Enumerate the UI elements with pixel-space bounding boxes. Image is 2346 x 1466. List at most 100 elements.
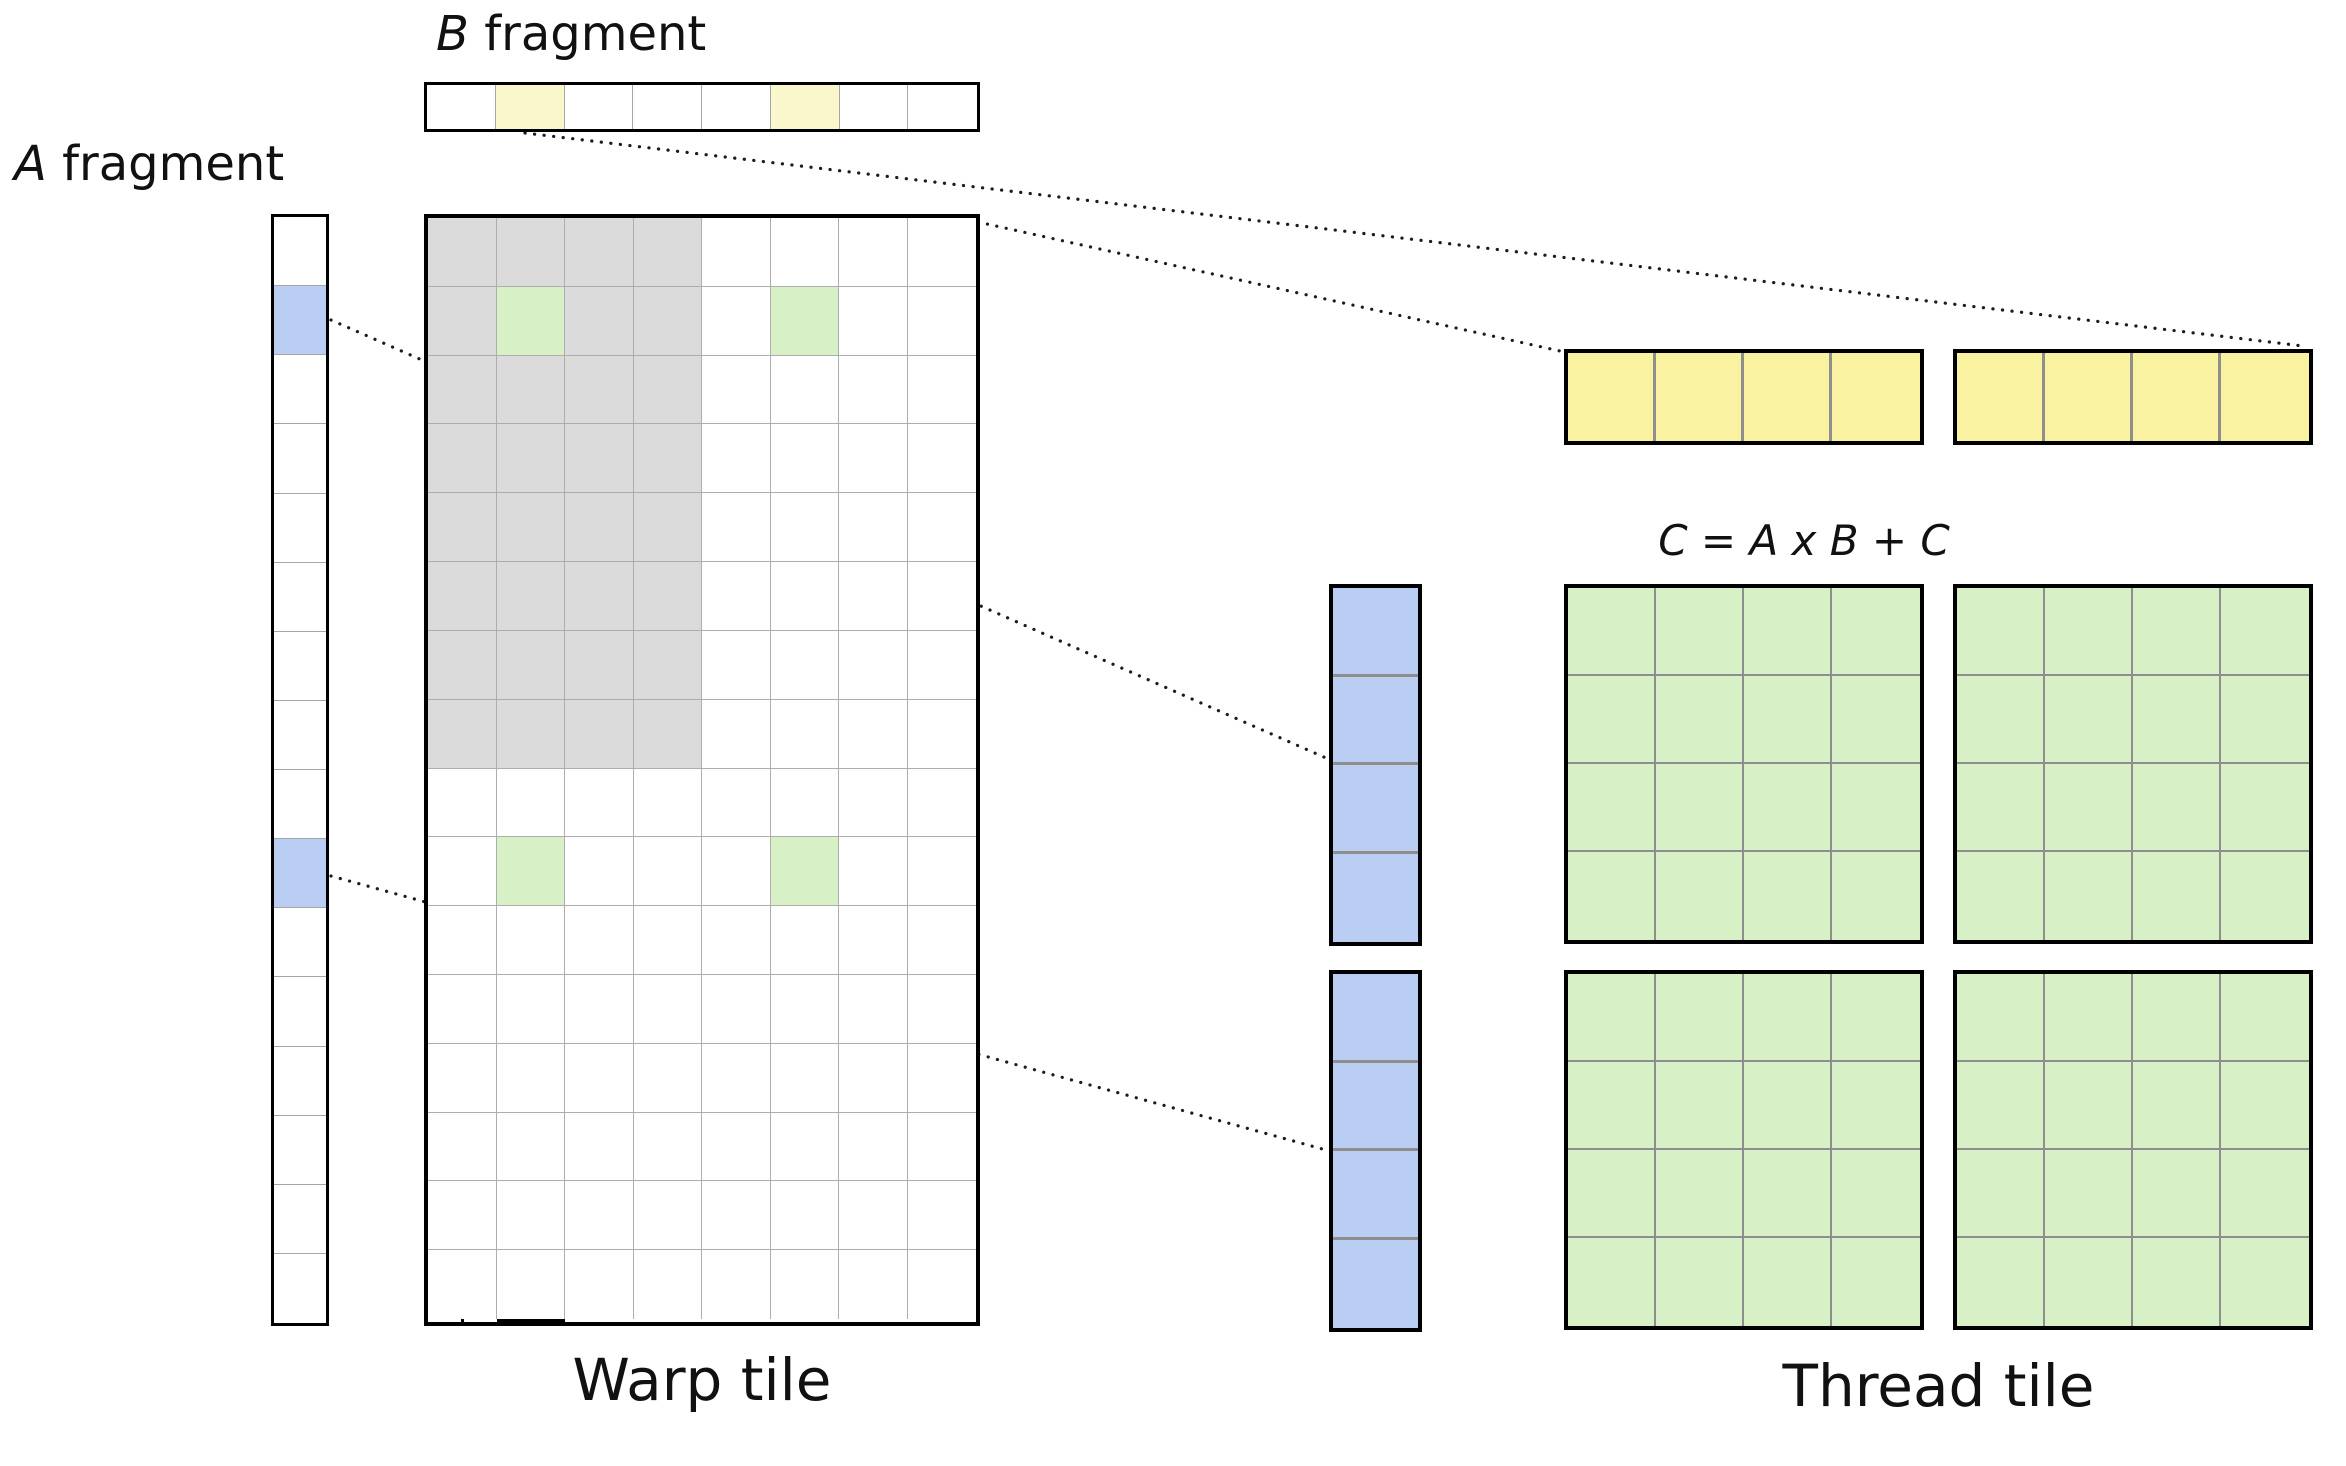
c-thread-grid-cell bbox=[2221, 764, 2309, 852]
gemm-equation-label: C = A x B + C bbox=[1658, 516, 1950, 565]
warp-tile-cell bbox=[839, 424, 908, 494]
warp-tile-cell bbox=[770, 355, 839, 425]
c-thread-grid-cell bbox=[1656, 676, 1744, 764]
b-thread-strip-cell bbox=[1568, 353, 1656, 441]
warp-tile-cell bbox=[770, 837, 839, 907]
warp-tile-cell bbox=[770, 286, 839, 356]
warp-tile-cell bbox=[839, 1112, 908, 1182]
c-thread-grid-cell bbox=[2221, 676, 2309, 764]
warp-tile-cell bbox=[565, 1250, 634, 1319]
b-thread-strip-cell bbox=[1832, 353, 1920, 441]
warp-tile-cell bbox=[428, 699, 497, 769]
warp-tile-cell bbox=[702, 1043, 771, 1113]
warp-tile-cell bbox=[496, 1043, 565, 1113]
warp-tile-cell bbox=[702, 1181, 771, 1251]
c-thread-grid-cell bbox=[2221, 588, 2309, 676]
c-thread-grid-cell bbox=[1744, 588, 1832, 676]
a-fragment-cell bbox=[274, 701, 326, 770]
warp-tile-cell bbox=[565, 424, 634, 494]
warp-tile-cell bbox=[839, 355, 908, 425]
dotted-connector-line bbox=[976, 220, 1562, 353]
warp-tile-cell bbox=[428, 630, 497, 700]
a-thread-strip-cell bbox=[1333, 1239, 1418, 1328]
c-thread-grid-cell bbox=[1744, 1238, 1832, 1326]
warp-tile-cell bbox=[633, 699, 702, 769]
c-thread-grid-cell bbox=[1568, 974, 1656, 1062]
c-thread-grid-cell bbox=[1744, 1062, 1832, 1150]
c-thread-grid-cell bbox=[2221, 974, 2309, 1062]
warp-tile-cell bbox=[907, 356, 976, 425]
warp-tile-cell bbox=[702, 974, 771, 1044]
a-fragment-cell bbox=[274, 632, 326, 701]
warp-tile-cell bbox=[496, 218, 565, 287]
thread-tile-label: Thread tile bbox=[1782, 1352, 2095, 1420]
warp-tile-cell bbox=[771, 1250, 839, 1319]
c-thread-grid-cell bbox=[2133, 1062, 2221, 1150]
b-fragment-cell bbox=[702, 85, 771, 129]
warp-tile-cell bbox=[770, 630, 839, 700]
a-fragment-cell bbox=[274, 494, 326, 563]
warp-tile-cell bbox=[770, 1043, 839, 1113]
warp-tile-cell bbox=[908, 1250, 977, 1319]
c-thread-grid-cell bbox=[2045, 676, 2133, 764]
b-thread-strip-cell bbox=[2133, 353, 2221, 441]
warp-tile-cell bbox=[565, 1043, 634, 1113]
c-thread-grid-cell bbox=[2133, 588, 2221, 676]
warp-tile-cell bbox=[770, 424, 839, 494]
warp-tile-cell bbox=[633, 974, 702, 1044]
warp-tile-cell bbox=[907, 837, 976, 907]
c-thread-grid-cell bbox=[2133, 764, 2221, 852]
c-thread-grid-cell bbox=[1957, 974, 2045, 1062]
warp-tile-cell bbox=[702, 1112, 771, 1182]
warp-tile-cell bbox=[633, 630, 702, 700]
warp-tile-cell bbox=[496, 1181, 565, 1251]
b-fragment-strip bbox=[424, 82, 980, 132]
a-thread-strip-cell bbox=[1333, 588, 1418, 677]
warp-tile-cell bbox=[770, 768, 839, 838]
c-thread-grid-cell bbox=[2221, 852, 2309, 940]
b-fragment-cell bbox=[565, 85, 634, 129]
warp-tile-cell bbox=[428, 906, 497, 975]
warp-tile-cell bbox=[770, 906, 839, 975]
warp-tile-cell bbox=[565, 630, 634, 700]
warp-tile-cell bbox=[907, 1044, 976, 1113]
c-thread-grid-cell bbox=[1744, 974, 1832, 1062]
warp-tile-cell bbox=[428, 974, 497, 1044]
warp-tile-cell bbox=[428, 424, 497, 494]
warp-tile-cell bbox=[428, 286, 497, 356]
c-thread-grid-cell bbox=[1832, 974, 1920, 1062]
warp-tile-cell bbox=[565, 218, 634, 287]
a-fragment-cell bbox=[274, 908, 326, 978]
warp-tile-cell bbox=[633, 837, 702, 907]
c-thread-grid-cell bbox=[1656, 1238, 1744, 1326]
warp-tile-cell bbox=[839, 837, 908, 907]
warp-tile-cell bbox=[496, 1112, 565, 1182]
a-fragment-cell bbox=[274, 424, 326, 494]
c-thread-grid-cell bbox=[1568, 1062, 1656, 1150]
warp-tile-cell bbox=[633, 906, 702, 975]
c-thread-grid-cell bbox=[1957, 1238, 2045, 1326]
c-thread-grid-cell bbox=[1832, 676, 1920, 764]
a-thread-fragment-strip-2 bbox=[1329, 970, 1422, 1332]
c-thread-grid-cell bbox=[2045, 1150, 2133, 1238]
warp-tile-cell bbox=[907, 218, 976, 287]
a-thread-strip-cell bbox=[1333, 853, 1418, 942]
warp-tile-cell bbox=[907, 287, 976, 356]
warp-tile-cell bbox=[633, 355, 702, 425]
warp-tile-cell bbox=[428, 493, 497, 563]
warp-tile-cell bbox=[839, 630, 908, 700]
tile-divider-horizontal bbox=[496, 1319, 565, 1322]
a-thread-strip-cell bbox=[1333, 1062, 1418, 1151]
b-fragment-letter: B bbox=[436, 6, 469, 62]
c-thread-grid-cell bbox=[1832, 588, 1920, 676]
a-fragment-cell bbox=[274, 355, 326, 425]
warp-tile-cell bbox=[770, 699, 839, 769]
warp-tile-cell bbox=[633, 1181, 702, 1251]
c-thread-grid-cell bbox=[2045, 852, 2133, 940]
warp-tile-cell bbox=[839, 1043, 908, 1113]
a-fragment-cell bbox=[274, 286, 326, 356]
c-thread-grid-cell bbox=[2221, 1062, 2309, 1150]
warp-tile-cell bbox=[428, 1043, 497, 1113]
warp-tile-cell bbox=[770, 218, 839, 287]
c-thread-grid-cell bbox=[1568, 764, 1656, 852]
